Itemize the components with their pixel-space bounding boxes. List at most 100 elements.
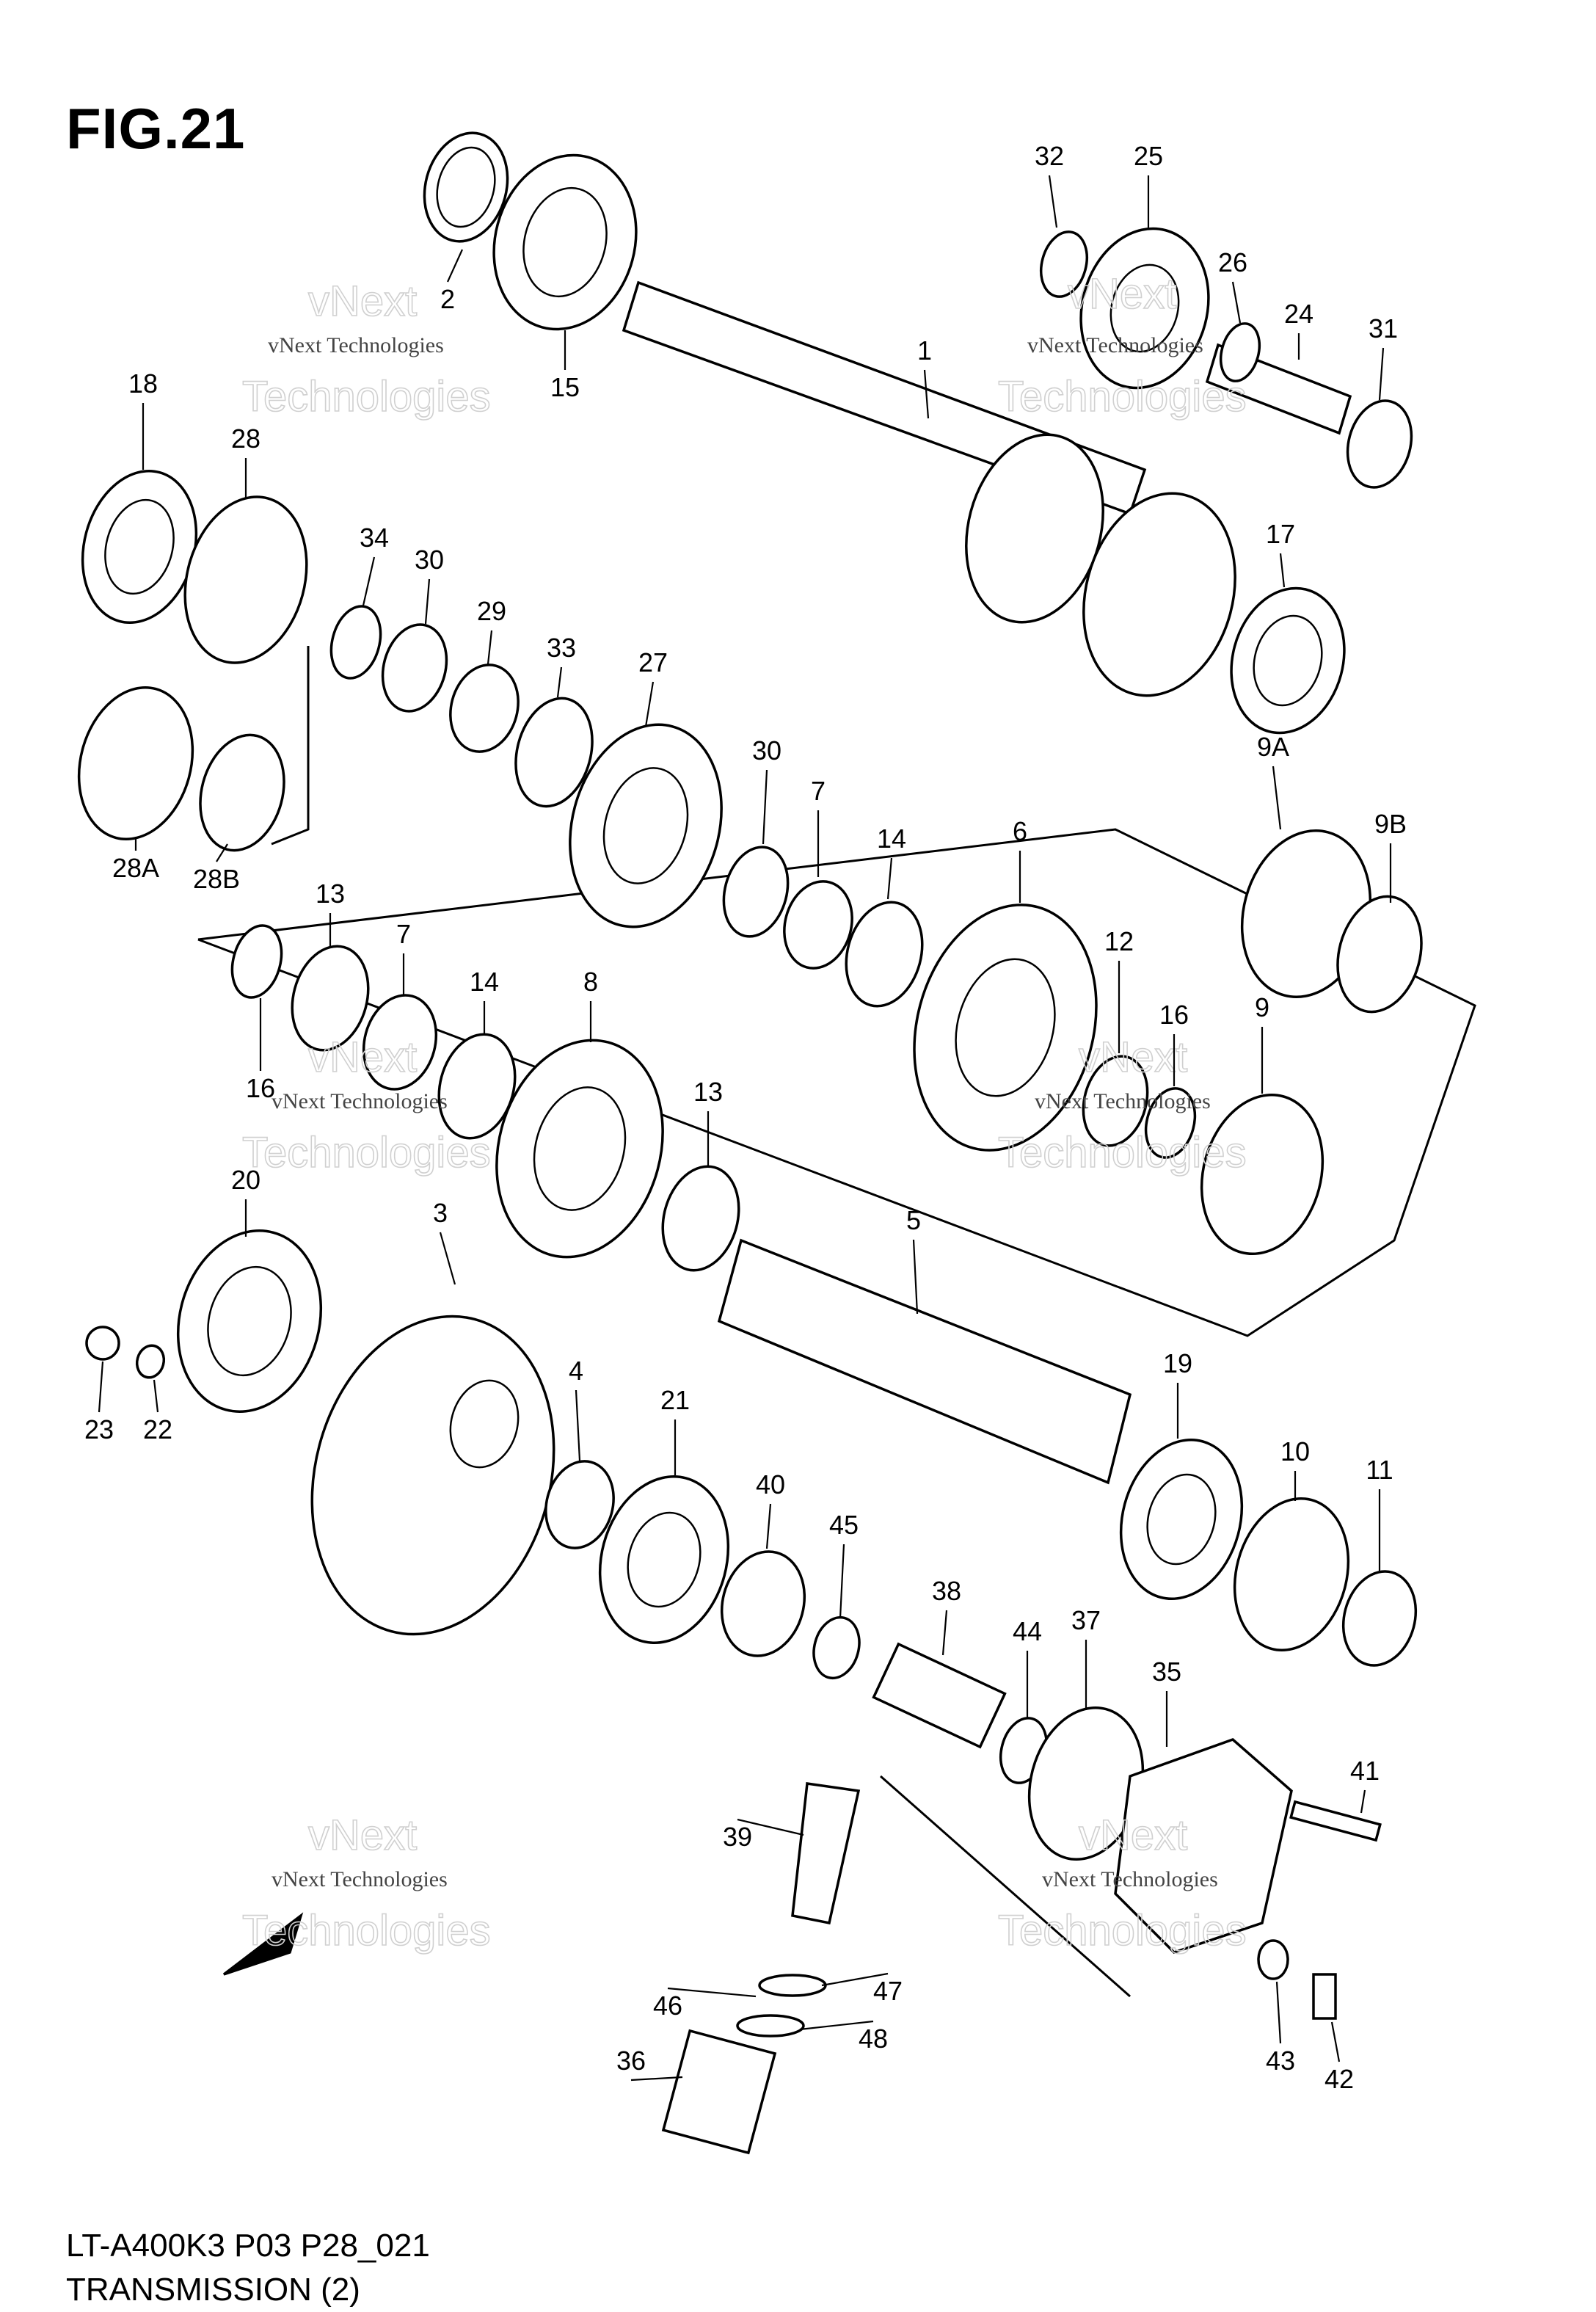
washer-43 bbox=[1257, 1939, 1289, 1980]
callout-number: 14 bbox=[877, 824, 906, 854]
watermark-4: vNext vNext Technologies Technologies bbox=[997, 1033, 1247, 1177]
callout-number: 39 bbox=[723, 1822, 752, 1852]
svg-text:vNext: vNext bbox=[308, 1811, 417, 1859]
leader-line bbox=[737, 1818, 804, 1836]
callout-number: 27 bbox=[638, 647, 668, 677]
callout-45: 45 bbox=[829, 1510, 859, 1619]
bush-31 bbox=[1346, 399, 1413, 489]
leader-line bbox=[886, 857, 893, 900]
callout-number: 25 bbox=[1134, 141, 1163, 171]
callout-7: 7 bbox=[396, 919, 411, 995]
callout-28: 28 bbox=[231, 423, 260, 499]
callout-28a: 28A bbox=[112, 837, 159, 883]
bush-29 bbox=[449, 664, 520, 753]
svg-text:Technologies: Technologies bbox=[998, 1129, 1247, 1177]
oring-48 bbox=[736, 2014, 805, 2037]
watermark-5: vNext vNext Technologies Technologies bbox=[241, 1811, 491, 1955]
leader-line bbox=[439, 1232, 456, 1285]
footer-model-code: LT-A400K3 P03 P28_021 bbox=[66, 2228, 430, 2264]
callout-8: 8 bbox=[583, 967, 598, 1042]
bearing-20 bbox=[176, 1229, 323, 1413]
callout-35: 35 bbox=[1152, 1657, 1181, 1747]
svg-text:Technologies: Technologies bbox=[242, 1907, 491, 1955]
callout-number: 34 bbox=[360, 523, 389, 553]
leader-line bbox=[424, 578, 431, 625]
callout-39: 39 bbox=[723, 1818, 804, 1852]
leader-line bbox=[912, 1239, 919, 1315]
callout-number: 9B bbox=[1374, 809, 1407, 839]
driveshaft-5 bbox=[717, 1238, 1132, 1485]
washer-32 bbox=[1040, 230, 1088, 298]
driveshaft-left-group bbox=[77, 469, 1423, 1256]
callout-number: 16 bbox=[246, 1073, 275, 1103]
callout-31: 31 bbox=[1369, 313, 1398, 401]
bearing-19 bbox=[1119, 1438, 1244, 1601]
callout-number: 16 bbox=[1159, 1000, 1189, 1030]
callout-number: 36 bbox=[616, 2046, 646, 2076]
leader-line bbox=[644, 681, 655, 727]
callout-13: 13 bbox=[693, 1077, 723, 1167]
worm-38 bbox=[872, 1642, 1007, 1749]
svg-text:vNext: vNext bbox=[308, 277, 417, 325]
svg-text:Technologies: Technologies bbox=[242, 1129, 491, 1177]
svg-text:vNext: vNext bbox=[1079, 1811, 1187, 1859]
callout-number: 48 bbox=[859, 2024, 888, 2054]
leader-line bbox=[1272, 766, 1282, 830]
footer-diagram-name: TRANSMISSION (2) bbox=[66, 2272, 360, 2308]
svg-text:vNext: vNext bbox=[1068, 270, 1176, 318]
callout-number: 46 bbox=[653, 1991, 682, 2021]
callout-number: 30 bbox=[752, 735, 781, 766]
bush-26 bbox=[1219, 322, 1261, 382]
callout-number: 7 bbox=[396, 919, 411, 949]
leader-line bbox=[821, 1972, 889, 1987]
callout-number: 10 bbox=[1280, 1436, 1310, 1466]
hub-9b bbox=[1336, 895, 1423, 1014]
washer-45 bbox=[812, 1615, 861, 1680]
driveshaft-middle-group bbox=[230, 924, 1132, 1485]
bearing-21 bbox=[598, 1475, 730, 1644]
washer-47 bbox=[758, 1974, 827, 1997]
bearing-17 bbox=[1230, 586, 1346, 735]
callout-12: 12 bbox=[1104, 926, 1134, 1053]
callout-19: 19 bbox=[1163, 1348, 1192, 1439]
circlip-16a bbox=[1144, 1087, 1197, 1159]
callout-16: 16 bbox=[1159, 1000, 1189, 1086]
callout-number: 28 bbox=[231, 423, 260, 454]
callout-33: 33 bbox=[547, 633, 576, 698]
gear-3 bbox=[310, 1315, 555, 1636]
callout-number: 15 bbox=[550, 372, 580, 402]
watermark-3: vNext vNext Technologies Technologies bbox=[241, 1033, 491, 1177]
callout-number: 13 bbox=[316, 879, 345, 909]
callout-number: 47 bbox=[873, 1976, 903, 2006]
callout-number: 19 bbox=[1163, 1348, 1192, 1378]
svg-text:vNext Technologies: vNext Technologies bbox=[1035, 1089, 1211, 1113]
seal-2 bbox=[423, 131, 509, 243]
callout-number: 1 bbox=[917, 335, 932, 366]
callout-number: 44 bbox=[1013, 1616, 1042, 1646]
callout-number: 42 bbox=[1324, 2064, 1354, 2094]
seal-40 bbox=[720, 1550, 806, 1657]
gear-1b bbox=[1082, 492, 1236, 697]
callout-number: 40 bbox=[756, 1469, 785, 1499]
gear-27 bbox=[569, 723, 723, 928]
leader-line bbox=[839, 1544, 845, 1619]
callout-28b: 28B bbox=[193, 843, 240, 894]
callout-42: 42 bbox=[1324, 2021, 1354, 2094]
callout-15: 15 bbox=[550, 330, 580, 402]
callout-22: 22 bbox=[143, 1379, 172, 1444]
callout-number: 24 bbox=[1284, 299, 1313, 329]
callout-43: 43 bbox=[1266, 1981, 1295, 2076]
callout-38: 38 bbox=[932, 1576, 961, 1656]
watermark-1: vNext vNext Technologies Technologies bbox=[241, 277, 491, 421]
leader-line bbox=[765, 1503, 772, 1549]
spacer-4 bbox=[544, 1460, 615, 1549]
sleeve-28 bbox=[183, 495, 308, 664]
callout-number: 22 bbox=[143, 1414, 172, 1444]
callout-18: 18 bbox=[128, 368, 158, 470]
leader-line bbox=[446, 249, 464, 283]
figure-title: FIG.21 bbox=[66, 96, 246, 161]
callout-25: 25 bbox=[1134, 141, 1163, 228]
leader-line bbox=[556, 666, 563, 698]
